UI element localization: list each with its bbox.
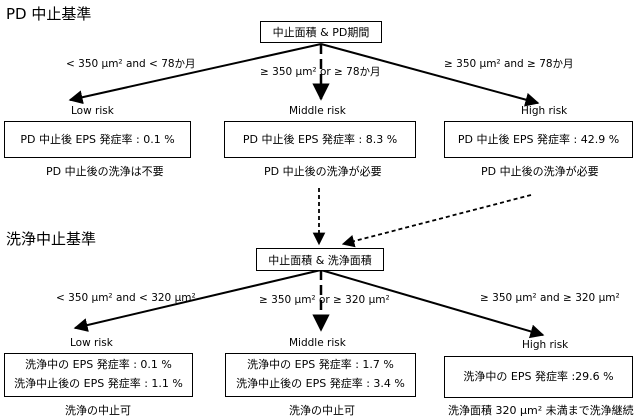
- arrow-s2-low: [73, 269, 322, 332]
- s2-middle-risk-label: Middle risk: [289, 337, 346, 349]
- s1-low-box-line: PD 中止後 EPS 発症率 : 0.1 %: [20, 132, 175, 146]
- s2-low-box: 洗浄中の EPS 発症率 : 0.1 % 洗浄中止後の EPS 発症率 : 1.…: [4, 353, 193, 397]
- arrow-s1-low: [68, 43, 322, 105]
- s1-middle-condition: ≥ 350 μm² or ≥ 78か月: [260, 66, 381, 78]
- s2-high-box: 洗浄中の EPS 発症率 :29.6 %: [444, 356, 633, 398]
- s2-middle-box-line: 洗浄中止後の EPS 発症率 : 3.4 %: [236, 377, 405, 390]
- s2-middle-box: 洗浄中の EPS 発症率 : 1.7 % 洗浄中止後の EPS 発症率 : 3.…: [225, 353, 416, 397]
- s2-middle-note: 洗浄の中止可: [289, 404, 355, 417]
- section2-header-box: 中止面積 & 洗浄面積: [256, 248, 384, 271]
- section1-header-box: 中止面積 & PD期間: [260, 21, 382, 43]
- s1-high-risk-label: High risk: [521, 105, 568, 117]
- arrow-s2-high: [320, 269, 545, 339]
- s2-low-note: 洗浄の中止可: [65, 404, 131, 417]
- s1-low-note: PD 中止後の洗浄は不要: [46, 165, 164, 178]
- s2-high-condition: ≥ 350 μm² and ≥ 320 μm²: [480, 292, 620, 304]
- s2-low-risk-label: Low risk: [70, 337, 113, 349]
- s1-middle-box-line: PD 中止後 EPS 発症率 : 8.3 %: [242, 132, 398, 146]
- arrow-s1-high: [320, 43, 540, 107]
- s1-low-risk-label: Low risk: [71, 105, 114, 117]
- s1-middle-note: PD 中止後の洗浄が必要: [264, 165, 382, 178]
- section2-title: 洗浄中止基準: [6, 230, 97, 248]
- section1-title: PD 中止基準: [6, 5, 92, 23]
- s2-middle-box-line: 洗浄中の EPS 発症率 : 1.7 %: [247, 358, 394, 372]
- s2-low-box-line: 洗浄中止後の EPS 発症率 : 1.1 %: [14, 377, 183, 390]
- s1-high-box-line: PD 中止後 EPS 発症率 : 42.9 %: [457, 132, 620, 146]
- s2-high-note: 洗浄面積 320 μm² 未満まで洗浄継続: [448, 404, 634, 417]
- s2-high-risk-label: High risk: [522, 339, 569, 351]
- arrow-high-to-s2: [341, 194, 532, 248]
- s2-high-box-line: 洗浄中の EPS 発症率 :29.6 %: [463, 370, 614, 384]
- s1-middle-risk-label: Middle risk: [289, 105, 346, 117]
- s2-low-condition: < 350 μm² and < 320 μm²: [56, 292, 196, 304]
- s2-low-box-line: 洗浄中の EPS 発症率 : 0.1 %: [25, 358, 172, 372]
- s1-middle-box: PD 中止後 EPS 発症率 : 8.3 %: [224, 121, 416, 158]
- s1-low-box: PD 中止後 EPS 発症率 : 0.1 %: [4, 121, 191, 158]
- s2-middle-condition: ≥ 350 μm² or ≥ 320 μm²: [259, 294, 390, 306]
- s1-high-box: PD 中止後 EPS 発症率 : 42.9 %: [444, 121, 633, 158]
- s1-high-note: PD 中止後の洗浄が必要: [481, 165, 599, 178]
- s1-high-condition: ≥ 350 μm² and ≥ 78か月: [444, 58, 574, 70]
- s1-low-condition: < 350 μm² and < 78か月: [66, 58, 196, 70]
